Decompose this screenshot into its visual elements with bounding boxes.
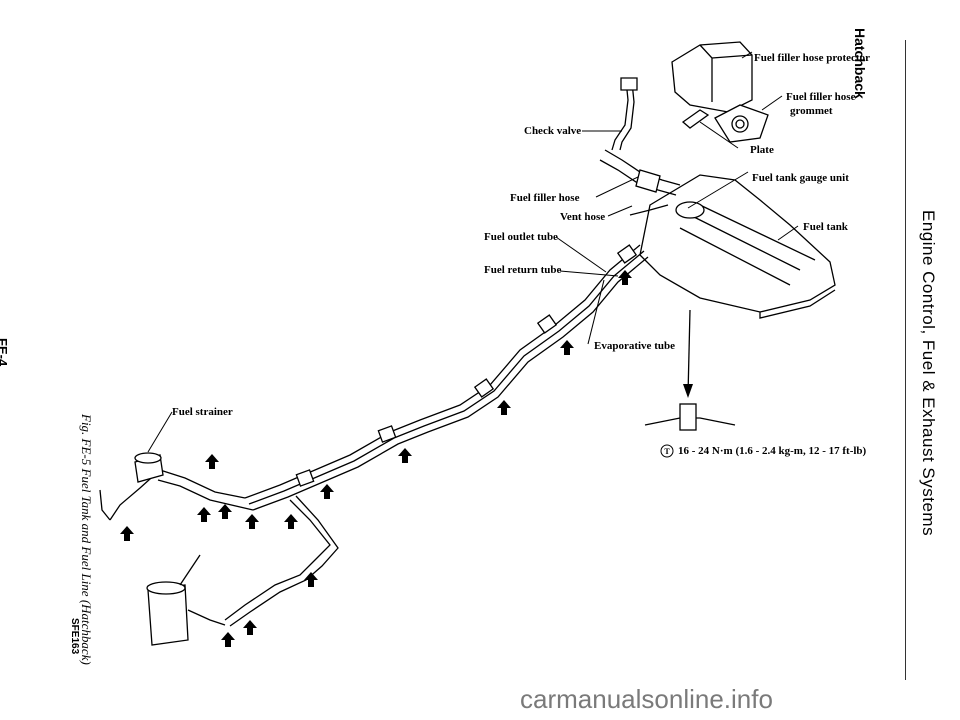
arrow-icon: [205, 454, 219, 469]
arrow-icon: [304, 572, 318, 587]
vent-hose: [629, 204, 669, 216]
leader-gauge-unit: [687, 171, 749, 209]
arrow-icon: [243, 620, 257, 635]
label-fuel-strainer: Fuel strainer: [172, 406, 233, 418]
figure-code: SFE163: [69, 618, 80, 655]
fastener-arrows: [120, 270, 632, 647]
evaporative-line-1: [224, 499, 331, 621]
label-evaporative-tube: Evaporative tube: [594, 340, 675, 352]
watermark: carmanualsonline.info: [520, 684, 773, 714]
fuel-filler-hose-protector: [671, 41, 753, 113]
fuel-tank-gauge-unit: [675, 201, 705, 219]
label-fuel-filler-hose-protector: Fuel filler hose protector: [754, 52, 870, 64]
label-check-valve: Check valve: [524, 125, 581, 137]
strainer-line-3: [99, 489, 111, 521]
leader-plate: [699, 121, 739, 149]
fuel-filler-hose-line-2: [599, 159, 677, 196]
arrow-icon: [284, 514, 298, 529]
tube-clip-3: [377, 425, 397, 443]
leader-protector: [741, 51, 753, 59]
check-valve-line-1: [611, 79, 629, 151]
section-title: Hatchback: [852, 28, 868, 99]
leader-return-tube: [559, 270, 619, 277]
plate: [681, 109, 710, 129]
fuel-tank: [639, 174, 836, 319]
arrow-icon: [120, 526, 134, 541]
canister: [146, 554, 226, 646]
arrow-icon: [618, 270, 632, 285]
arrow-icon: [221, 632, 235, 647]
tube-clip-2: [473, 378, 495, 398]
leader-filler-hose: [595, 176, 639, 198]
tube-clip-5: [616, 244, 638, 264]
tube-clip-1: [536, 314, 558, 334]
torque-specification: 16 - 24 N·m (1.6 - 2.4 kg-m, 12 - 17 ft-…: [678, 445, 867, 457]
evaporative-line-2: [229, 495, 339, 627]
arrow-icon: [197, 507, 211, 522]
arrow-icon: [218, 504, 232, 519]
leader-grommet: [761, 95, 783, 111]
label-plate: Plate: [750, 144, 774, 156]
leader-fuel-tank: [777, 225, 799, 241]
fuel-filler-hose-grommet: [714, 104, 769, 143]
label-vent-hose: Vent hose: [560, 211, 605, 223]
arrow-icon: [497, 400, 511, 415]
label-fuel-filler-hose: Fuel filler hose: [510, 192, 580, 204]
leader-fuel-strainer: [147, 411, 173, 453]
leader-vent-hose: [607, 205, 633, 217]
torque-symbol: T: [664, 447, 670, 456]
check-valve-line-2: [619, 81, 635, 151]
fuel-strainer: [134, 452, 164, 483]
arrow-icon: [560, 340, 574, 355]
arrow-icon: [320, 484, 334, 499]
arrow-icon: [398, 448, 412, 463]
label-fuel-filler-hose-grommet-line1: Fuel filler hose: [786, 91, 856, 103]
label-fuel-tank: Fuel tank: [803, 221, 849, 233]
chapter-title: Engine Control, Fuel & Exhaust Systems: [919, 210, 938, 537]
label-fuel-outlet-tube: Fuel outlet tube: [484, 231, 558, 243]
torque-fastener-detail: [644, 309, 736, 431]
page-number: FE-4: [0, 338, 10, 367]
page-margin-rule: [905, 40, 906, 680]
figure-caption: Fig. FE-5 Fuel Tank and Fuel Line (Hatch…: [79, 414, 94, 665]
label-fuel-tank-gauge-unit: Fuel tank gauge unit: [752, 172, 849, 184]
label-fuel-return-tube: Fuel return tube: [484, 264, 562, 276]
check-valve: [620, 77, 638, 91]
fuel-filler-hose-clamp: [635, 169, 661, 193]
torque-symbol-icon: [660, 444, 674, 458]
strainer-line-2: [157, 479, 254, 511]
fuel-tube-bundle: [244, 244, 649, 511]
label-fuel-filler-hose-grommet-line2: grommet: [790, 105, 833, 117]
arrow-icon: [245, 514, 259, 529]
leader-evaporative-tube: [587, 279, 605, 345]
tube-clip-4: [295, 469, 315, 487]
leader-outlet-tube: [555, 236, 607, 273]
